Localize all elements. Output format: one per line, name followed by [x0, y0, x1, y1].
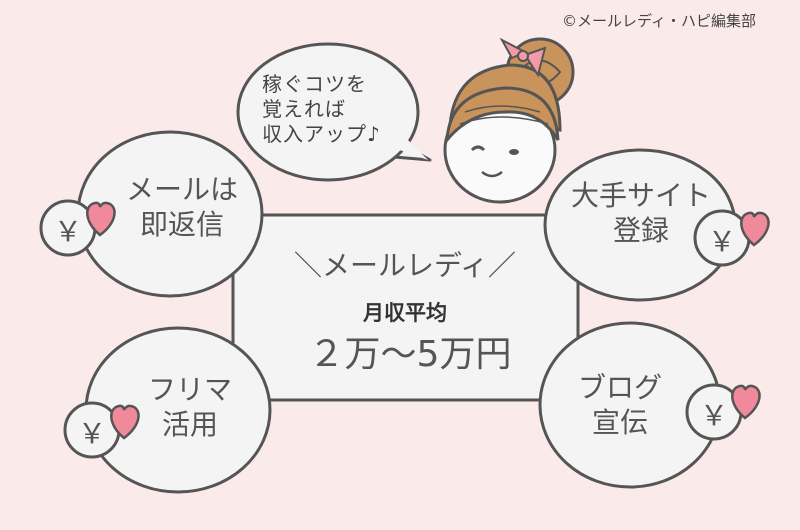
tip-line: 宣伝 [591, 406, 648, 439]
tip-reply-quickly: メールは 即返信 [112, 172, 252, 242]
yen-icon: ￥ [77, 417, 106, 450]
tip-line: 大手サイト [570, 179, 711, 212]
tip-blog-promotion: ブログ 宣伝 [560, 370, 680, 440]
tip-line: メールは [125, 173, 238, 206]
center-box [231, 213, 580, 402]
tip-line: 即返信 [139, 208, 224, 241]
yen-coins [39, 199, 751, 459]
speech-bubble-text: 稼ぐコツを 覚えれば 収入アップ♪ [262, 72, 381, 147]
heart-icons [86, 201, 770, 440]
copyright-text: ©メールレディ・ハピ編集部 [562, 12, 756, 30]
center-subtitle: 月収平均 [363, 301, 447, 325]
speech-line-2: 覚えれば [262, 97, 346, 121]
center-title: ＼メールレディ／ [293, 249, 517, 282]
yen-icon: ￥ [53, 215, 82, 248]
girl-character [443, 37, 575, 204]
speech-line-1: 稼ぐコツを [262, 72, 367, 96]
speech-line-3: 収入アップ♪ [262, 122, 381, 146]
tip-flea-market: フリマ 活用 [130, 372, 250, 442]
speech-bubble [236, 42, 432, 182]
tip-line: ブログ [577, 371, 662, 404]
yen-icon: ￥ [699, 399, 728, 432]
tip-line: 活用 [161, 408, 218, 441]
tip-line: 登録 [612, 214, 669, 247]
income-range: ２万〜5万円 [308, 334, 512, 375]
yen-icon: ￥ [707, 225, 736, 258]
tip-line: フリマ [147, 373, 232, 406]
tip-major-site: 大手サイト 登録 [556, 178, 726, 248]
